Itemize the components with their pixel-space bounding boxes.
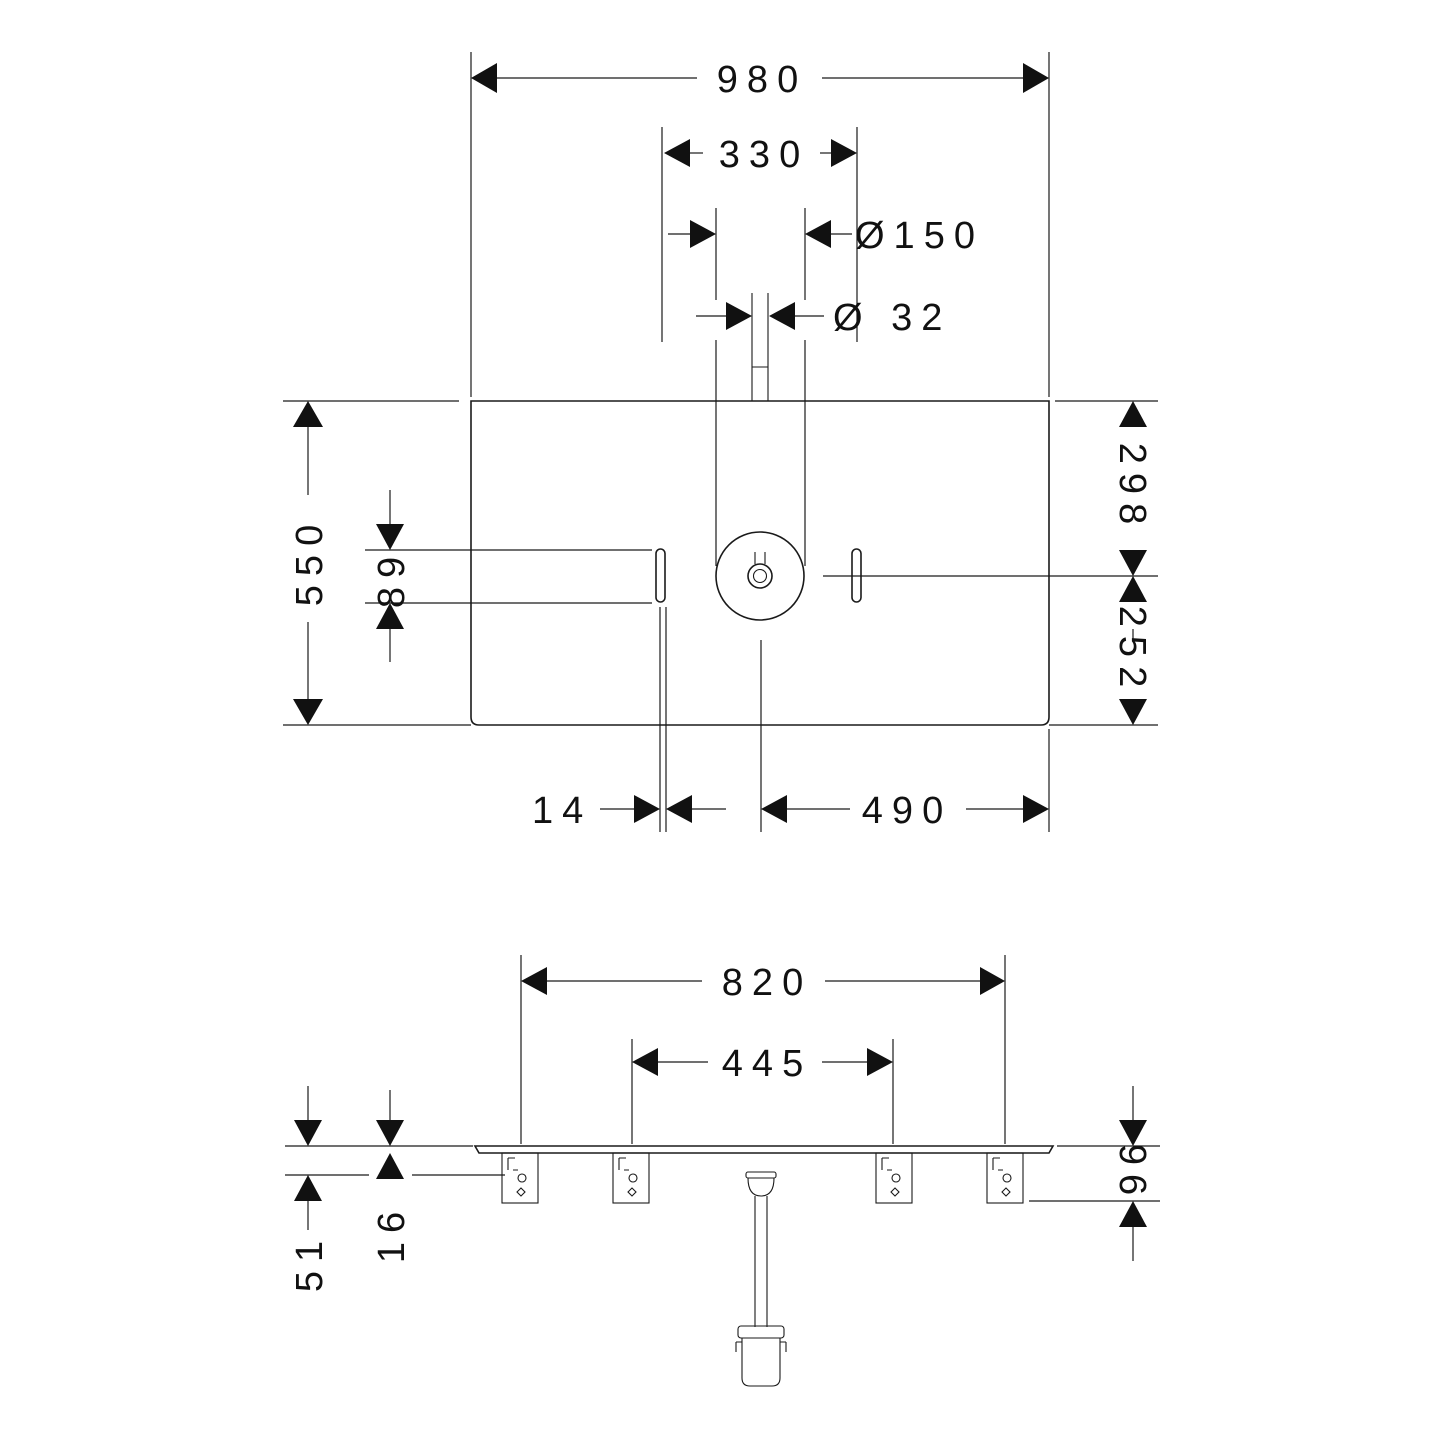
dim-center-to-front: 252 (1111, 606, 1153, 696)
dim-back-to-center: 298 (1111, 443, 1153, 533)
dimension-lines (307, 77, 1134, 810)
dim-spout-diameter: Ø 32 (833, 297, 951, 339)
side-extension-lines (285, 955, 1160, 1202)
spout-neck (754, 552, 766, 564)
dim-slot-offset: 14 (532, 790, 592, 832)
slot-left (655, 548, 666, 603)
dim-height-right: 96 (1111, 1144, 1153, 1204)
spout-ring-outer (747, 563, 773, 589)
dim-width: 980 (717, 59, 807, 101)
shelf-plate (473, 1145, 1055, 1154)
dim-depth: 550 (289, 516, 331, 606)
top-view: 980 330 Ø150 Ø 32 550 89 298 252 14 490 (283, 52, 1158, 832)
dim-bracket-inner: 445 (722, 1043, 812, 1085)
dim-bracket-outer: 820 (722, 962, 812, 1004)
bracket-1 (501, 1152, 539, 1204)
dim-round-diameter: Ø150 (855, 215, 984, 257)
bracket-4 (986, 1152, 1024, 1204)
dim-thickness: 16 (371, 1203, 413, 1263)
side-dimension-lines (307, 980, 1134, 1261)
dim-rail-spacing: 330 (719, 134, 809, 176)
spout-pipe (751, 293, 769, 401)
bracket-2 (612, 1152, 650, 1204)
shelf-outline (470, 400, 1050, 726)
dim-center-to-side: 490 (862, 790, 952, 832)
bracket-3 (875, 1152, 913, 1204)
round-plate (715, 531, 805, 621)
drain-pipe (735, 1171, 787, 1387)
dim-height-left: 51 (289, 1232, 331, 1292)
side-view: 820 445 51 16 96 (285, 955, 1160, 1387)
spout-ring-inner (752, 568, 768, 584)
extension-lines (283, 52, 1158, 832)
side-arrowheads (294, 967, 1147, 1227)
arrowheads (293, 63, 1147, 823)
dim-slot-length: 89 (371, 548, 413, 608)
